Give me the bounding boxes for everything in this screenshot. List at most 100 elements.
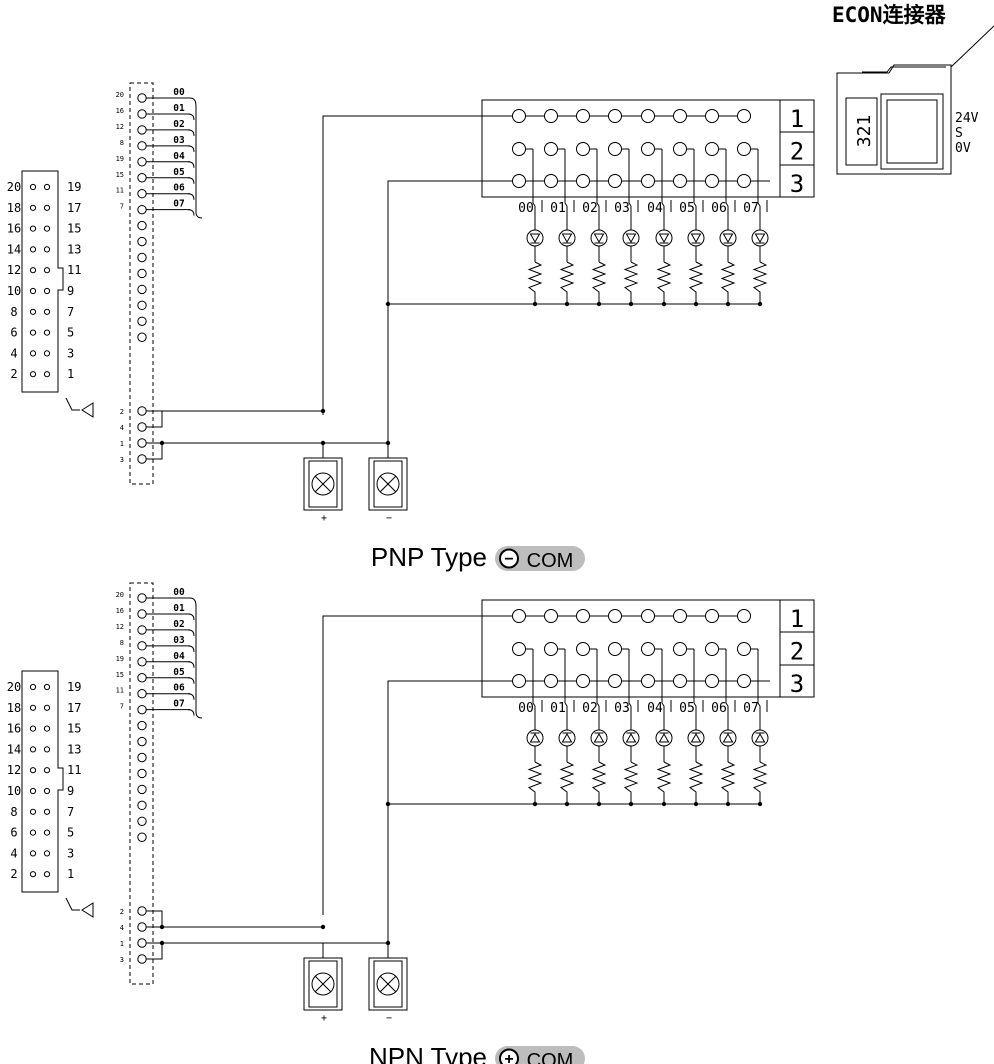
led-symbol xyxy=(561,233,573,244)
idc-pin xyxy=(29,704,37,711)
strip-pin-number: 2 xyxy=(120,908,124,916)
channel-label: 02 xyxy=(582,701,598,716)
power-bridge xyxy=(146,910,163,928)
idc-pin-number: 4 xyxy=(10,346,17,360)
terminal-row3 xyxy=(544,674,558,688)
led-body xyxy=(526,229,544,247)
led-symbol xyxy=(754,732,766,743)
idc-pin xyxy=(43,267,51,274)
strip-terminal xyxy=(137,938,147,948)
led-body xyxy=(558,729,576,747)
led-symbol xyxy=(529,732,541,743)
resistor xyxy=(623,261,639,304)
idc-pin-number: 4 xyxy=(10,846,17,860)
junction-dot xyxy=(385,301,391,307)
io-bundle-branch xyxy=(187,209,195,216)
terminal-row3 xyxy=(576,674,590,688)
resistor xyxy=(656,261,672,304)
terminal-row3 xyxy=(673,674,687,688)
io-bundle-branch xyxy=(187,177,195,184)
idc-pin-number: 1 xyxy=(67,867,74,881)
idc-pin-number: 12 xyxy=(7,763,21,777)
io-bundle-branch xyxy=(187,677,195,684)
supply-sign: − xyxy=(386,513,392,524)
channel-label: 04 xyxy=(647,201,663,216)
strip-terminal xyxy=(137,657,147,667)
column-wire xyxy=(564,202,568,207)
strip-pin-number: 19 xyxy=(116,155,124,163)
strip-terminal xyxy=(137,422,147,432)
row-number: 2 xyxy=(790,138,804,166)
strip-terminal xyxy=(137,689,147,699)
idc-pin-number: 8 xyxy=(10,805,17,819)
econ-pin-numbers: 321 xyxy=(854,115,875,148)
terminal-row1 xyxy=(705,609,719,623)
idc-pin xyxy=(29,308,37,315)
terminal-row3 xyxy=(544,174,558,188)
idc-pin-number: 16 xyxy=(7,722,21,736)
led-symbol xyxy=(722,732,734,743)
idc-pin xyxy=(43,850,51,857)
io-label: 05 xyxy=(173,667,185,678)
com-sign-circle xyxy=(499,548,519,569)
strip-terminal xyxy=(137,406,147,416)
idc-pin xyxy=(29,183,37,191)
strip-terminal xyxy=(137,93,147,103)
terminal-row2 xyxy=(705,142,719,156)
strip-terminal xyxy=(137,125,147,135)
terminal-row1 xyxy=(512,609,526,623)
column-wire xyxy=(596,202,600,207)
junction-dot xyxy=(320,924,326,930)
terminal-row1 xyxy=(576,109,590,123)
strip-terminal xyxy=(137,832,147,842)
econ-socket-inner xyxy=(886,99,938,164)
led-body xyxy=(719,729,737,747)
idc-pin xyxy=(29,808,37,815)
terminal-row1 xyxy=(737,609,751,623)
power-bridge xyxy=(146,410,163,428)
strip-terminal xyxy=(137,922,147,932)
strip-terminal xyxy=(137,609,147,619)
terminal-row2 xyxy=(544,642,558,656)
minus-feed xyxy=(387,180,512,443)
idc-pin xyxy=(43,683,51,691)
strip-pin-number: 15 xyxy=(116,671,124,679)
idc-pin-number: 14 xyxy=(7,742,21,756)
column-wire xyxy=(725,702,729,707)
idc-pin xyxy=(29,287,37,295)
terminal-row3 xyxy=(705,674,719,688)
idc-pin-number: 6 xyxy=(10,326,17,340)
supply-cross xyxy=(379,975,397,993)
resistor xyxy=(752,261,768,304)
led-symbol xyxy=(625,732,637,743)
led-symbol xyxy=(593,233,605,244)
terminal-row3 xyxy=(737,174,751,188)
io-bundle xyxy=(189,97,203,219)
terminal-row1 xyxy=(737,109,751,123)
led-symbol xyxy=(561,732,573,743)
strip-pin-number: 11 xyxy=(116,687,124,695)
idc-pin-number: 3 xyxy=(67,346,74,360)
strip-terminal xyxy=(137,173,147,183)
io-bundle-branch xyxy=(187,693,195,700)
terminal-row1 xyxy=(544,609,558,623)
strip-pin-number: 4 xyxy=(120,424,124,432)
resistor xyxy=(688,261,704,304)
led-symbol xyxy=(658,233,670,244)
terminal-row2 xyxy=(576,642,590,656)
supply-outer xyxy=(368,457,408,511)
strip-terminal xyxy=(137,438,147,448)
column-wire xyxy=(693,702,697,707)
econ-socket-outer xyxy=(880,93,944,170)
io-bundle-branch xyxy=(187,161,195,168)
idc-connector-body xyxy=(21,670,64,893)
idc-pin xyxy=(29,850,37,857)
pin1-marker-line xyxy=(65,397,80,411)
idc-pin xyxy=(43,829,51,836)
column-wire xyxy=(564,702,568,707)
io-bundle-branch xyxy=(187,145,195,152)
channel-label: 05 xyxy=(679,701,695,716)
idc-pin xyxy=(43,246,51,253)
column-wire xyxy=(628,202,632,207)
